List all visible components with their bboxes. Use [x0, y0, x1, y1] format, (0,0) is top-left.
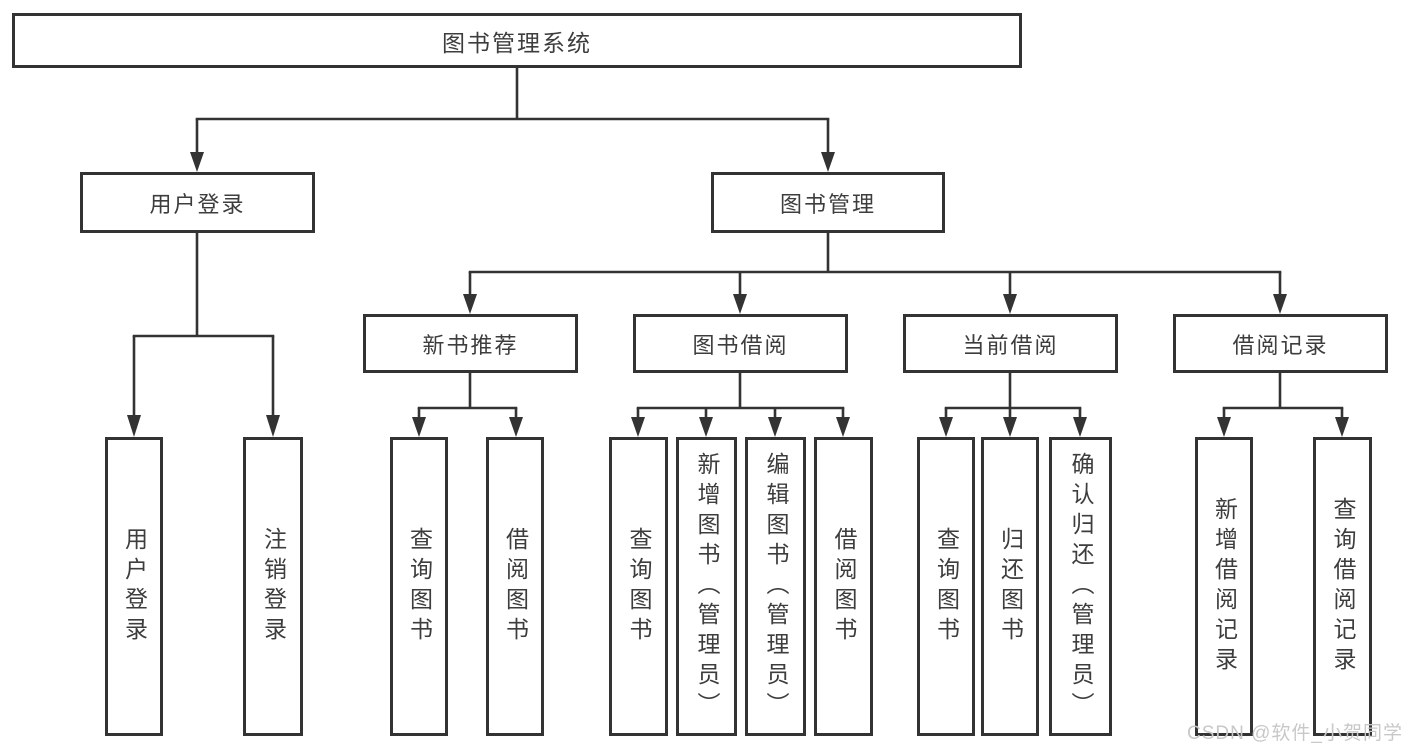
leaf-query-borrow-record: 查询借阅记录 — [1313, 437, 1372, 736]
wire-current-borrow-branch — [939, 373, 1087, 437]
leaf-borrow-book: 借阅图书 — [814, 437, 873, 736]
leaf-query-book-borrow-label: 查询图书 — [626, 526, 652, 647]
leaf-edit-book-admin-label: 编辑图书（管理员） — [763, 451, 789, 722]
leaf-query-book-current-label: 查询图书 — [933, 526, 960, 647]
node-book-borrow-label: 图书借阅 — [692, 332, 789, 358]
wire-root-to-level2 — [190, 68, 835, 172]
leaf-add-borrow-record-label: 新增借阅记录 — [1211, 496, 1238, 677]
node-current-borrow-label: 当前借阅 — [962, 332, 1059, 358]
node-borrow-records-label: 借阅记录 — [1232, 332, 1329, 358]
leaf-user-login-label: 用户登录 — [121, 526, 148, 647]
leaf-borrow-book-recommend: 借阅图书 — [486, 437, 544, 736]
node-new-book-recommend: 新书推荐 — [363, 314, 578, 373]
wire-book-borrow-branch — [631, 373, 850, 437]
leaf-add-book-admin-label: 新增图书（管理员） — [694, 451, 720, 722]
leaf-query-book-current: 查询图书 — [917, 437, 975, 736]
leaf-query-borrow-record-label: 查询借阅记录 — [1330, 496, 1356, 677]
node-root: 图书管理系统 — [12, 13, 1022, 68]
leaf-add-borrow-record: 新增借阅记录 — [1195, 437, 1253, 736]
node-book-management-label: 图书管理 — [779, 191, 876, 217]
leaf-query-book-borrow: 查询图书 — [609, 437, 668, 736]
leaf-borrow-book-label: 借阅图书 — [831, 526, 857, 647]
node-borrow-records: 借阅记录 — [1173, 314, 1388, 373]
leaf-logout-label: 注销登录 — [260, 526, 287, 647]
wire-new-book-recommend-branch — [412, 373, 523, 437]
node-user-login: 用户登录 — [80, 172, 315, 233]
leaf-return-book-label: 归还图书 — [997, 526, 1024, 647]
leaf-add-book-admin: 新增图书（管理员） — [676, 437, 737, 736]
wire-book-management-branch — [463, 233, 1287, 314]
leaf-confirm-return-admin: 确认归还（管理员） — [1049, 437, 1112, 736]
leaf-query-book-recommend-label: 查询图书 — [406, 526, 433, 647]
leaf-logout: 注销登录 — [243, 437, 303, 736]
leaf-borrow-book-recommend-label: 借阅图书 — [502, 526, 529, 647]
node-user-login-label: 用户登录 — [149, 191, 246, 217]
leaf-user-login: 用户登录 — [105, 437, 163, 736]
node-new-book-recommend-label: 新书推荐 — [422, 332, 519, 358]
leaf-query-book-recommend: 查询图书 — [390, 437, 448, 736]
leaf-confirm-return-admin-label: 确认归还（管理员） — [1068, 451, 1094, 722]
leaf-edit-book-admin: 编辑图书（管理员） — [745, 437, 806, 736]
leaf-return-book: 归还图书 — [981, 437, 1039, 736]
node-book-borrow: 图书借阅 — [633, 314, 848, 373]
node-book-management: 图书管理 — [711, 172, 945, 233]
wire-borrow-records-branch — [1217, 373, 1349, 437]
node-current-borrow: 当前借阅 — [903, 314, 1118, 373]
wire-user-login-branch — [127, 233, 280, 437]
node-root-label: 图书管理系统 — [442, 29, 592, 56]
